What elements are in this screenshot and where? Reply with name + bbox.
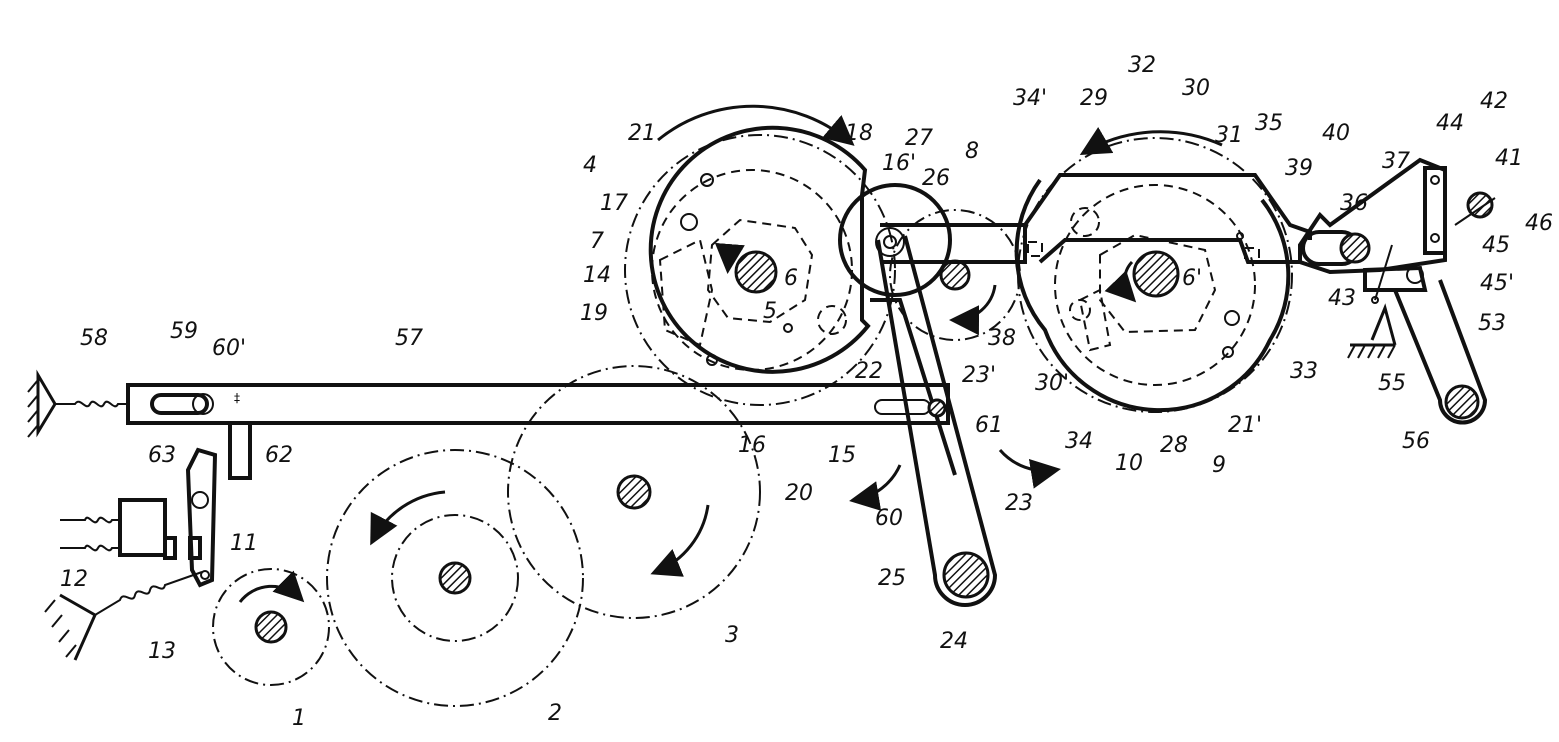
label-57: 57 — [395, 326, 423, 351]
label-17: 17 — [600, 191, 628, 216]
label-27: 27 — [905, 126, 933, 151]
label-60p: 60' — [212, 336, 246, 361]
svg-text:‡: ‡ — [234, 391, 240, 405]
label-4: 4 — [583, 153, 597, 178]
label-24: 24 — [940, 629, 968, 654]
label-62: 62 — [265, 443, 293, 468]
solenoid-12 — [60, 498, 202, 560]
label-36: 36 — [1340, 191, 1368, 216]
label-12: 12 — [60, 567, 88, 592]
spring-13 — [44, 571, 203, 661]
label-21p: 21' — [1228, 413, 1262, 438]
label-13: 13 — [148, 639, 176, 664]
label-35: 35 — [1255, 111, 1283, 136]
label-3: 3 — [725, 623, 739, 648]
label-45: 45 — [1482, 233, 1510, 258]
label-15: 15 — [828, 443, 856, 468]
label-45p: 45' — [1480, 271, 1514, 296]
label-44: 44 — [1436, 111, 1464, 136]
label-41: 41 — [1495, 146, 1523, 171]
cam-disc-9 — [1014, 126, 1312, 413]
label-19: 19 — [580, 301, 608, 326]
label-32: 32 — [1128, 53, 1156, 78]
label-23p: 23' — [962, 363, 996, 388]
gear-2 — [326, 449, 584, 707]
cam-disc-4 — [624, 104, 896, 406]
latch-63 — [185, 447, 218, 588]
ground-43 — [1347, 303, 1397, 359]
label-60: 60 — [875, 506, 903, 531]
label-31: 31 — [1215, 123, 1243, 148]
label-34p: 34' — [1013, 86, 1047, 111]
label-58: 58 — [80, 326, 108, 351]
label-28: 28 — [1160, 433, 1188, 458]
spring-58 — [27, 369, 128, 438]
label-6p: 6' — [1182, 266, 1202, 291]
label-10: 10 — [1115, 451, 1143, 476]
label-33: 33 — [1290, 359, 1318, 384]
label-37: 37 — [1382, 149, 1410, 174]
label-26: 26 — [922, 166, 950, 191]
label-2: 2 — [548, 701, 562, 726]
label-18: 18 — [845, 121, 873, 146]
label-38: 38 — [988, 326, 1016, 351]
label-22: 22 — [855, 359, 883, 384]
label-42: 42 — [1480, 89, 1508, 114]
gear-3 — [507, 365, 761, 619]
label-25: 25 — [878, 566, 906, 591]
label-53: 53 — [1478, 311, 1506, 336]
lever-8 — [880, 223, 1027, 264]
arm-25 — [876, 235, 998, 607]
label-43: 43 — [1328, 286, 1356, 311]
label-9: 9 — [1212, 453, 1226, 478]
gear-1 — [212, 568, 330, 686]
label-61: 61 — [975, 413, 1003, 438]
reference-labels: 1 2 3 4 5 6 6' 7 8 9 10 11 12 13 14 15 1… — [60, 53, 1553, 731]
label-63: 63 — [148, 443, 176, 468]
rod-57: ‡ — [126, 383, 950, 480]
label-30: 30 — [1182, 76, 1210, 101]
label-16: 16 — [738, 433, 766, 458]
label-30p: 30' — [1035, 371, 1069, 396]
label-14: 14 — [583, 263, 611, 288]
label-46: 46 — [1525, 211, 1553, 236]
label-23: 23 — [1005, 491, 1033, 516]
label-16p: 16' — [882, 151, 916, 176]
label-5: 5 — [763, 299, 777, 324]
label-20: 20 — [785, 481, 813, 506]
label-8: 8 — [965, 139, 979, 164]
label-21: 21 — [628, 121, 656, 146]
label-39: 39 — [1285, 156, 1313, 181]
label-29: 29 — [1080, 86, 1108, 111]
label-1: 1 — [292, 706, 306, 731]
label-11: 11 — [230, 531, 258, 556]
label-6: 6 — [784, 266, 798, 291]
label-56: 56 — [1402, 429, 1430, 454]
label-7: 7 — [590, 229, 604, 254]
label-40: 40 — [1322, 121, 1350, 146]
lever-group-right — [1298, 157, 1496, 425]
label-59: 59 — [170, 319, 198, 344]
label-34: 34 — [1065, 429, 1093, 454]
label-55: 55 — [1378, 371, 1406, 396]
